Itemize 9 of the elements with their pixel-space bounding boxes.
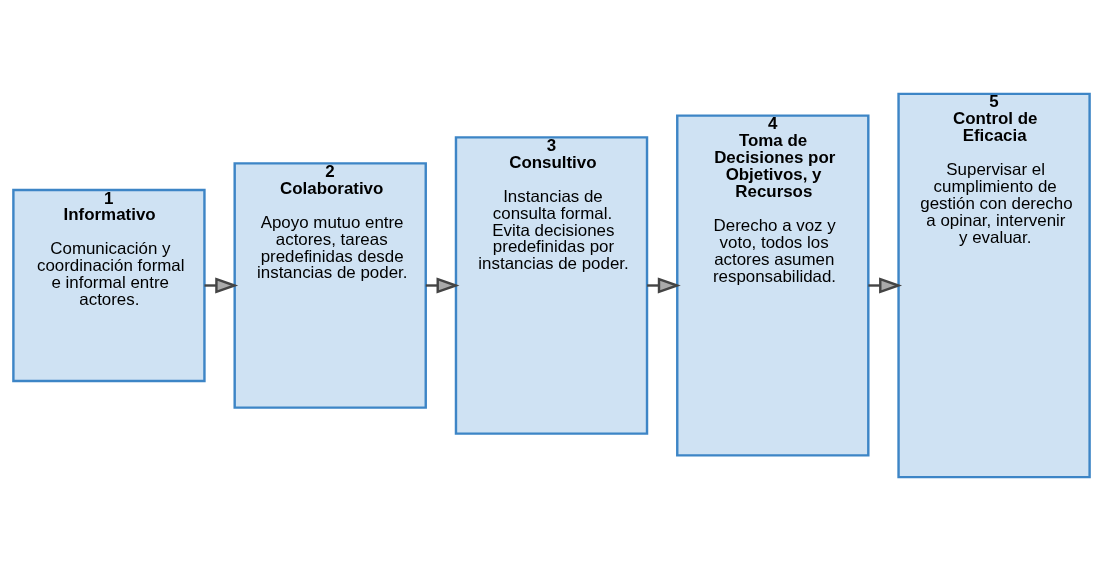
node-box: 4 Toma de Decisiones por Objetivos, y Recursos Derecho a voz y voto, todos los actores asumen responsabilidad. xyxy=(676,113,870,457)
node-box: 3 Consultivo Instancias de consulta formal. Evita decisiones predefinidas por instancias de poder. xyxy=(454,135,649,435)
arrow xyxy=(425,276,460,294)
node-box: 2 Colaborativo Apoyo mutuo entre actores, tareas predefinidas desde instancias de poder. xyxy=(233,161,427,409)
arrow xyxy=(647,276,681,294)
arrow xyxy=(204,276,239,294)
arrow xyxy=(868,276,903,294)
node-box: 5 Control de Eficacia Supervisar el cumplimiento de gestión con derecho a opinar, intervenir y evaluar. xyxy=(897,92,1091,478)
node-box: 1 Informativo Comunicación y coordinación formal e informal entre actores. xyxy=(12,188,206,382)
